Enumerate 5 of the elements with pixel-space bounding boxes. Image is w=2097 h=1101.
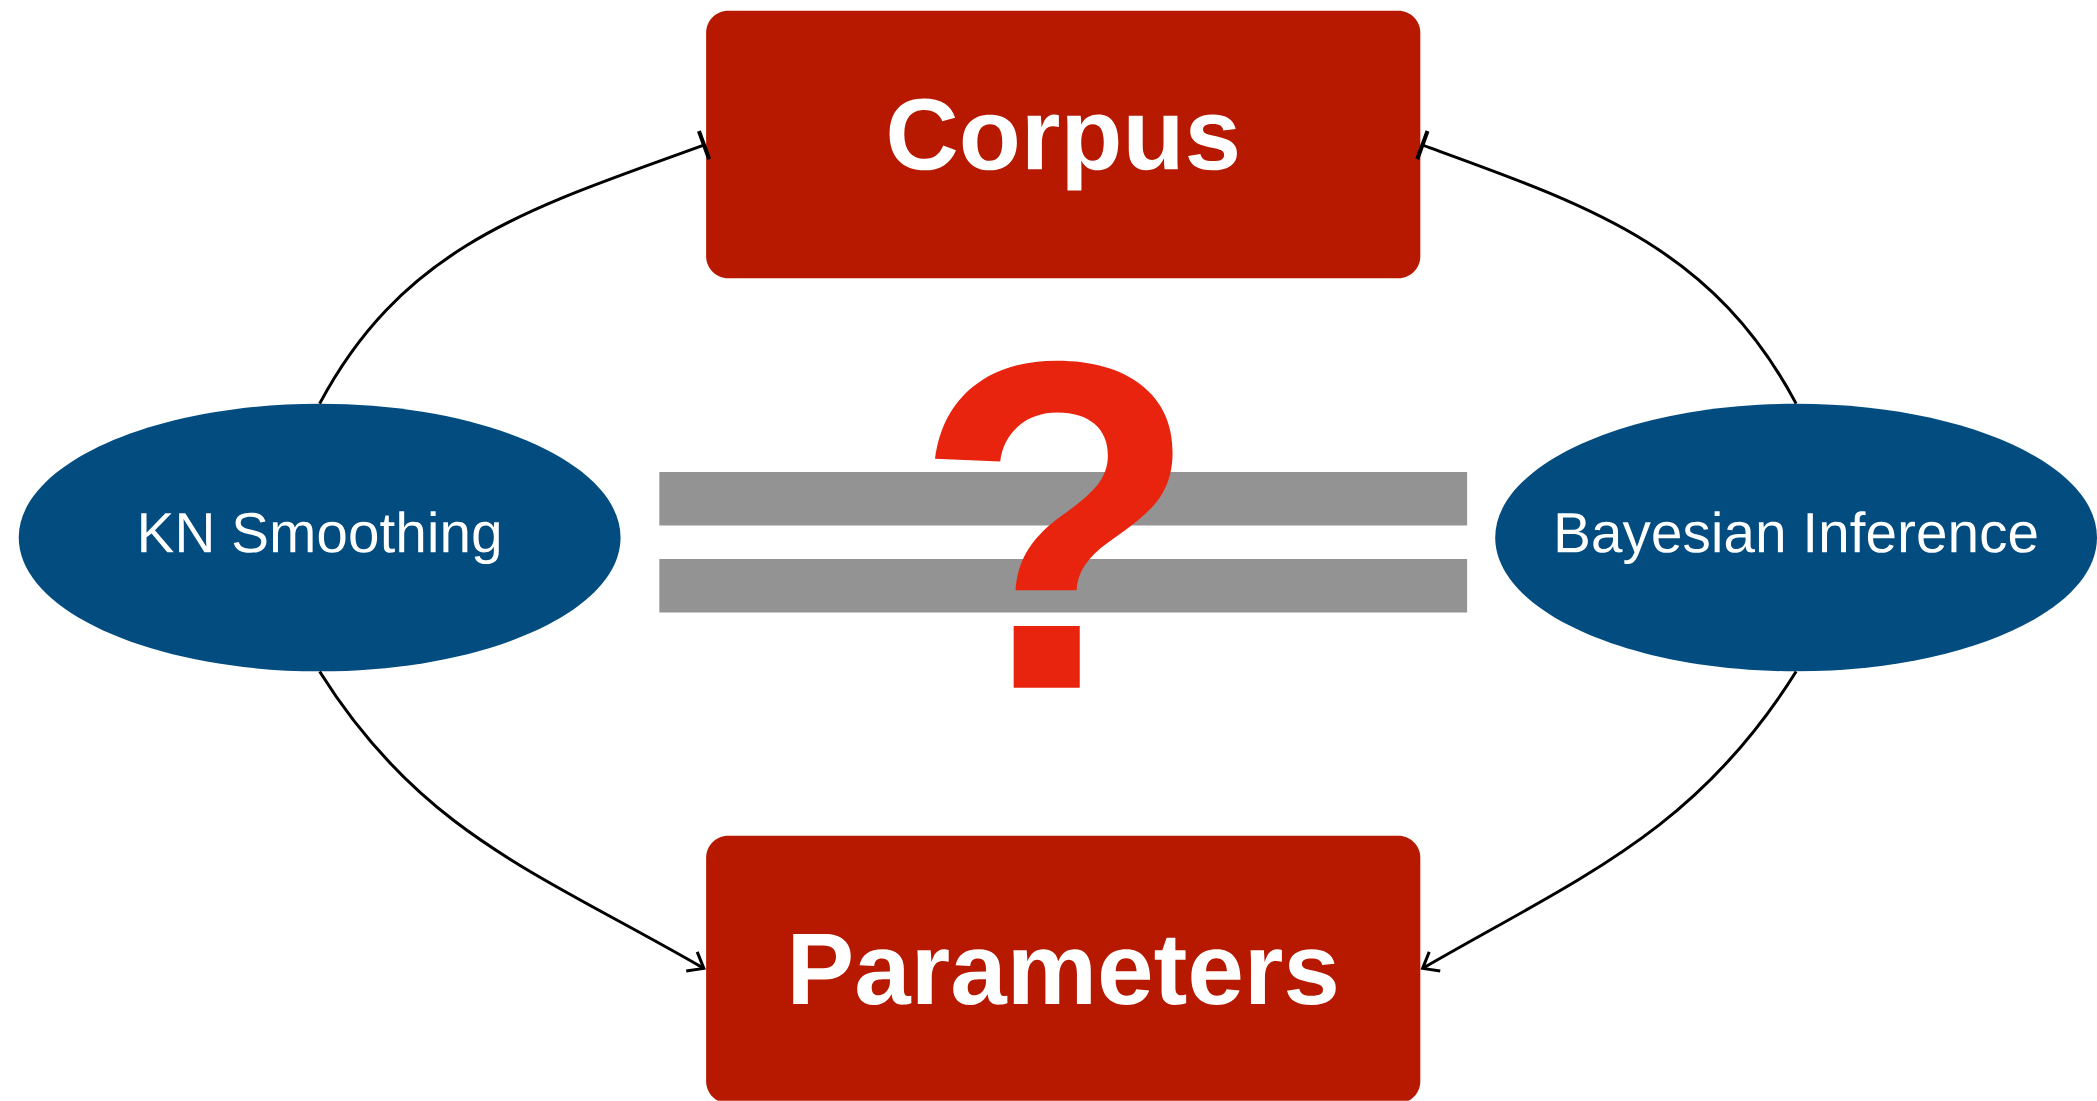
arrow xyxy=(1415,130,1798,405)
process-box: Parameters xyxy=(706,836,1421,1101)
arrow xyxy=(318,670,706,973)
arrow xyxy=(1420,670,1798,973)
process-box: Corpus xyxy=(706,10,1421,279)
